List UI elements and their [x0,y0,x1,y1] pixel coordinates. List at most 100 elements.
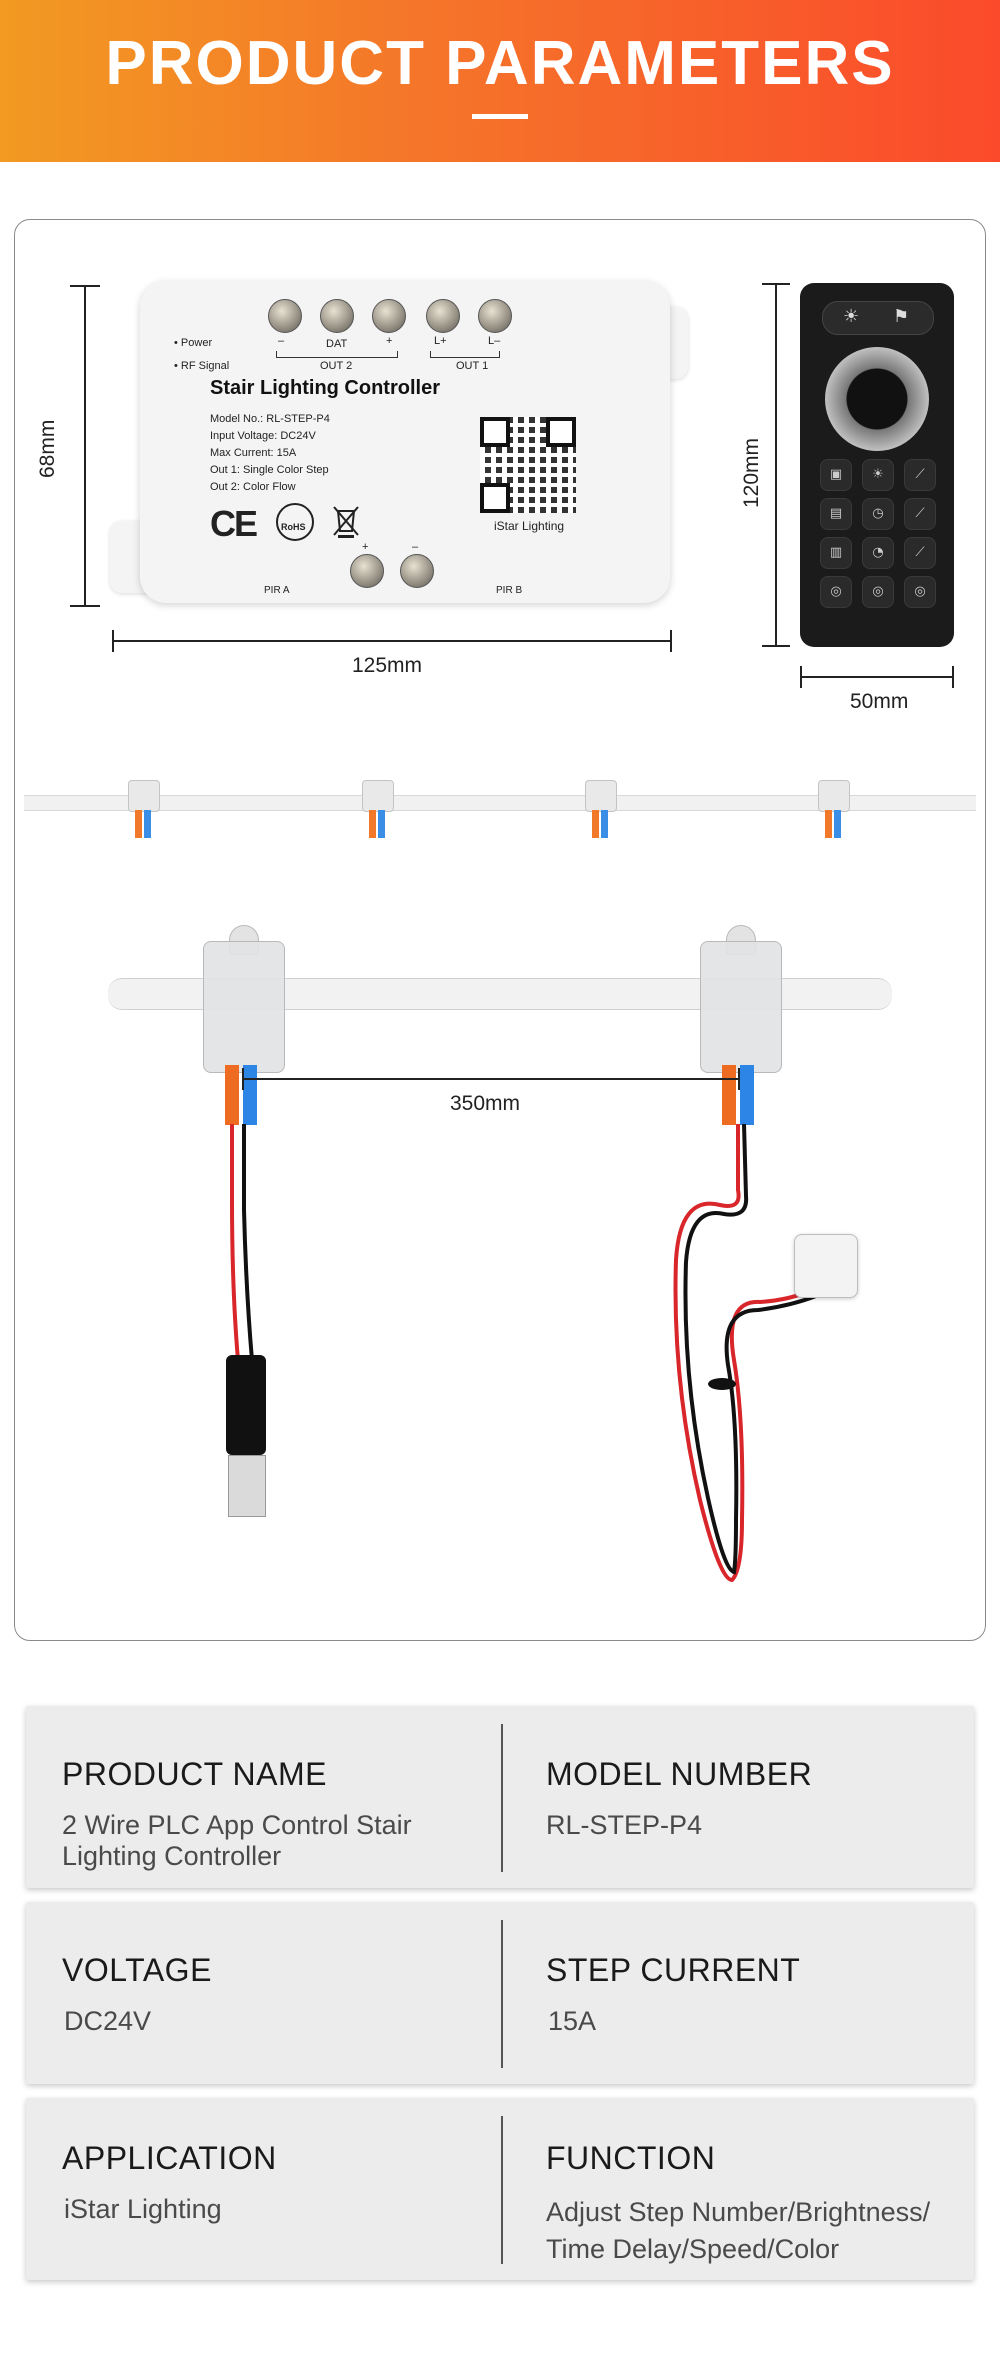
dim-line [800,676,954,678]
remote-button: ◎ [862,576,894,608]
dim-line [84,285,86,607]
remote-button: ◷ [862,498,894,530]
orange-wire [369,810,376,838]
strip-connector [585,780,617,838]
terminal-screw [350,554,384,588]
product-name-label: PRODUCT NAME [62,1756,327,1792]
remote-button: ◎ [820,576,852,608]
pir-plus-label: + [362,541,369,553]
column-divider [501,1920,503,2068]
pir-b-label: PIR B [496,585,523,596]
plug-terminal [228,1455,266,1517]
function-label: FUNCTION [546,2140,716,2176]
param-row-voltage: VOLTAGE DC24V STEP CURRENT 15A [26,1902,974,2084]
orange-wire [135,810,142,838]
dim-line [112,640,672,642]
remote-width-label: 50mm [850,690,909,713]
model-number-value: RL-STEP-P4 [546,1810,703,1840]
rohs-badge: RoHS [276,503,314,541]
terminal-label: DAT [326,338,348,350]
connector-cap [362,780,394,812]
strip-connector-large [700,925,782,1125]
remote-button: ⟋ [904,537,936,569]
ce-mark: CE [210,503,258,544]
remote-button: ◔ [862,537,894,569]
connector-cap [203,941,285,1073]
dim-line [775,283,777,647]
qr-finder [480,417,510,447]
qr-finder [546,417,576,447]
terminal-label: L– [488,335,501,347]
walking-person-icon: ⚑ [893,306,910,327]
qr-finder [480,483,510,513]
rf-label: RF Signal [180,360,230,372]
terminal-screw [268,299,302,333]
dim-tick [738,1068,740,1090]
remote-button: ⟋ [904,498,936,530]
blue-wire [144,810,151,838]
dc-connector-plug [222,1355,270,1517]
column-divider [501,2116,503,2264]
remote-dial [825,347,929,451]
controller-body [140,281,670,603]
sun-icon: ☀ [843,306,860,327]
out1-label: OUT 1 [456,360,489,372]
pir-minus-label: – [412,541,419,553]
rohs-text: RoHS [281,522,306,532]
weee-bin-icon [333,506,359,538]
power-indicator: • Power [174,337,213,349]
spec-line: Max Current: 15A [210,447,297,459]
header-banner: PRODUCT PARAMETERS [0,0,1000,162]
remote-control: ☀ ⚑ ▣ ☀ ⟋ ▤ ◷ ⟋ ▥ ◔ ⟋ ◎ ◎ ◎ [800,283,954,647]
controller-title: Stair Lighting Controller [210,377,440,399]
terminal-screw [372,299,406,333]
out2-label: OUT 2 [320,360,353,372]
dim-tick [70,605,100,607]
spec-line: Out 1: Single Color Step [210,464,329,476]
param-row-name: PRODUCT NAME 2 Wire PLC App Control Stai… [26,1706,974,1888]
connector-cap [700,941,782,1073]
spacing-label: 350mm [450,1092,521,1115]
voltage-label: VOLTAGE [62,1952,212,1988]
remote-button: ▤ [820,498,852,530]
remote-button: ▥ [820,537,852,569]
terminal-label: L+ [434,335,447,347]
cable-strip [24,795,976,811]
terminal-screw [320,299,354,333]
rf-indicator: • RF Signal [174,360,230,372]
terminal-screw [400,554,434,588]
strip-connector-large [203,925,285,1125]
orange-wire [592,810,599,838]
step-current-value: 15A [548,2006,597,2036]
terminal-label: + [386,335,393,347]
terminal-screw [478,299,512,333]
function-value: Adjust Step Number/Brightness/ Time Dela… [546,2197,931,2264]
pir-a-label: PIR A [264,585,290,596]
out2-bracket [276,351,398,358]
plug-head [226,1355,266,1455]
strip-connector [818,780,850,838]
terminal-screw [426,299,460,333]
spec-line: Input Voltage: DC24V [210,430,316,442]
connector-cap [818,780,850,812]
dim-tick [952,666,954,688]
strip-connector [128,780,160,838]
blue-wire [378,810,385,838]
step-current-label: STEP CURRENT [546,1952,801,1988]
spec-line: Out 2: Color Flow [210,481,296,493]
blue-wire [740,1065,754,1125]
wire-drawing [230,1123,817,1583]
power-label: Power [180,337,213,349]
strip-connector [362,780,394,838]
out1-bracket [430,351,500,358]
dim-tick [762,645,790,647]
remote-button: ⟋ [904,459,936,491]
dim-line [242,1078,740,1080]
column-divider [501,1724,503,1872]
remote-top-buttons: ☀ ⚑ [822,301,934,335]
qr-caption: iStar Lighting [494,519,565,533]
controller-box: – DAT + L+ L– OUT 2 OUT 1 • Power • RF S… [110,281,688,603]
dim-tick [670,630,672,652]
orange-wire [825,810,832,838]
voltage-value: DC24V [64,2006,152,2036]
